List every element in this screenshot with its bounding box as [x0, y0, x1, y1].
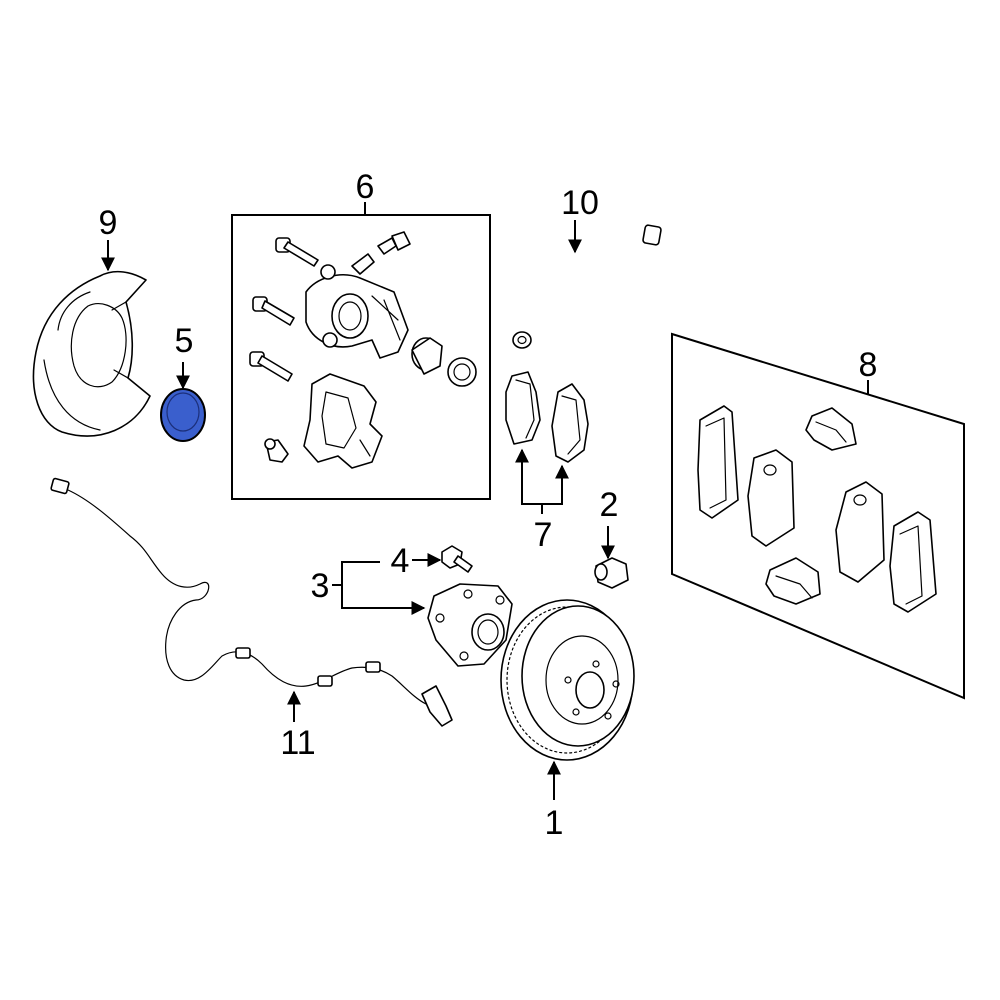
hub-cap[interactable]	[594, 557, 629, 589]
anti-rattle-clip-1	[697, 405, 739, 519]
shim-2	[835, 481, 885, 583]
callout-5[interactable]: 5	[175, 322, 194, 360]
caliper-fittings	[351, 231, 411, 275]
caliper-components[interactable]	[249, 231, 477, 469]
splash-shield[interactable]	[32, 270, 151, 437]
callout-11[interactable]: 11	[280, 724, 315, 762]
brake-pad-inner[interactable]	[505, 371, 541, 445]
callout-9[interactable]: 9	[99, 204, 118, 242]
brake-pad-outer[interactable]	[551, 383, 589, 463]
callout-10[interactable]: 10	[561, 184, 599, 222]
callout-1[interactable]: 1	[545, 804, 564, 842]
abs-sensor-wire[interactable]	[50, 477, 453, 727]
caliper-piston	[411, 337, 477, 387]
hub-bolt[interactable]	[441, 545, 473, 573]
hardware-kit-components[interactable]	[697, 405, 937, 613]
caliper-bracket	[303, 373, 383, 469]
guide-pin-1	[275, 237, 319, 267]
seal-ring[interactable]	[160, 388, 206, 442]
caliper-housing	[305, 264, 409, 359]
hardware-kit-panel	[671, 332, 965, 700]
caliper-kit-box	[231, 214, 491, 500]
shim-1	[747, 449, 795, 547]
callout-4[interactable]: 4	[391, 542, 410, 580]
callout-3[interactable]: 3	[311, 567, 330, 605]
anti-rattle-clip-2	[889, 511, 937, 613]
hub-bearing[interactable]	[427, 583, 513, 667]
bleeder-valve	[264, 438, 289, 463]
brake-hose[interactable]	[512, 224, 662, 349]
callout-8[interactable]: 8	[859, 346, 878, 384]
clip-bracket-1	[805, 407, 857, 451]
callout-7[interactable]: 7	[534, 516, 553, 554]
callout-2[interactable]: 2	[600, 486, 619, 524]
guide-pin-3	[249, 351, 293, 382]
brake-rotor[interactable]	[500, 599, 635, 761]
guide-pin-2	[252, 296, 295, 326]
callout-6[interactable]: 6	[356, 168, 375, 206]
